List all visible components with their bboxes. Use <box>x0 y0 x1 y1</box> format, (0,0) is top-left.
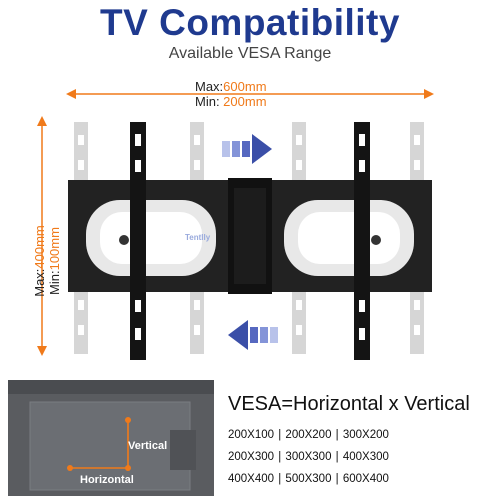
tv-horizontal-label: Horizontal <box>80 474 134 486</box>
vesa-formula: VESA=Horizontal x Vertical <box>228 393 470 415</box>
h-min-label: Min: <box>195 94 224 109</box>
vesa-sizes-row: 400X400 | 500X300 | 600X400 <box>228 473 389 485</box>
v-max-value: 400mm <box>32 225 47 269</box>
vertical-range-label: Max:400mm Min:100mm <box>32 206 62 316</box>
bracket-arms <box>130 122 370 360</box>
tv-vertical-label: Vertical <box>128 440 168 452</box>
h-max-value: 600mm <box>223 79 267 94</box>
vesa-sizes-row: 200X100 | 200X200 | 300X200 <box>228 429 389 441</box>
arrow-left-icon <box>228 320 278 350</box>
v-min-value: 100mm <box>47 227 62 271</box>
page-subtitle: Available VESA Range <box>168 45 332 62</box>
vertical-dimension-arrow <box>37 116 47 356</box>
horizontal-range-label: Max:600mm Min: 200mm <box>195 79 267 109</box>
tv-back-photo <box>8 380 214 496</box>
vesa-sizes-row: 200X300 | 300X300 | 400X300 <box>228 451 389 463</box>
v-min-label: Min: <box>47 270 62 295</box>
horizontal-dimension-arrow <box>66 89 434 99</box>
h-max-label: Max: <box>195 79 224 94</box>
page-title: TV Compatibility <box>100 2 400 43</box>
h-min-value: 200mm <box>223 94 267 109</box>
brand-label: Tentlly <box>185 233 211 242</box>
arrow-right-icon <box>222 134 272 164</box>
v-max-label: Max: <box>32 268 47 297</box>
